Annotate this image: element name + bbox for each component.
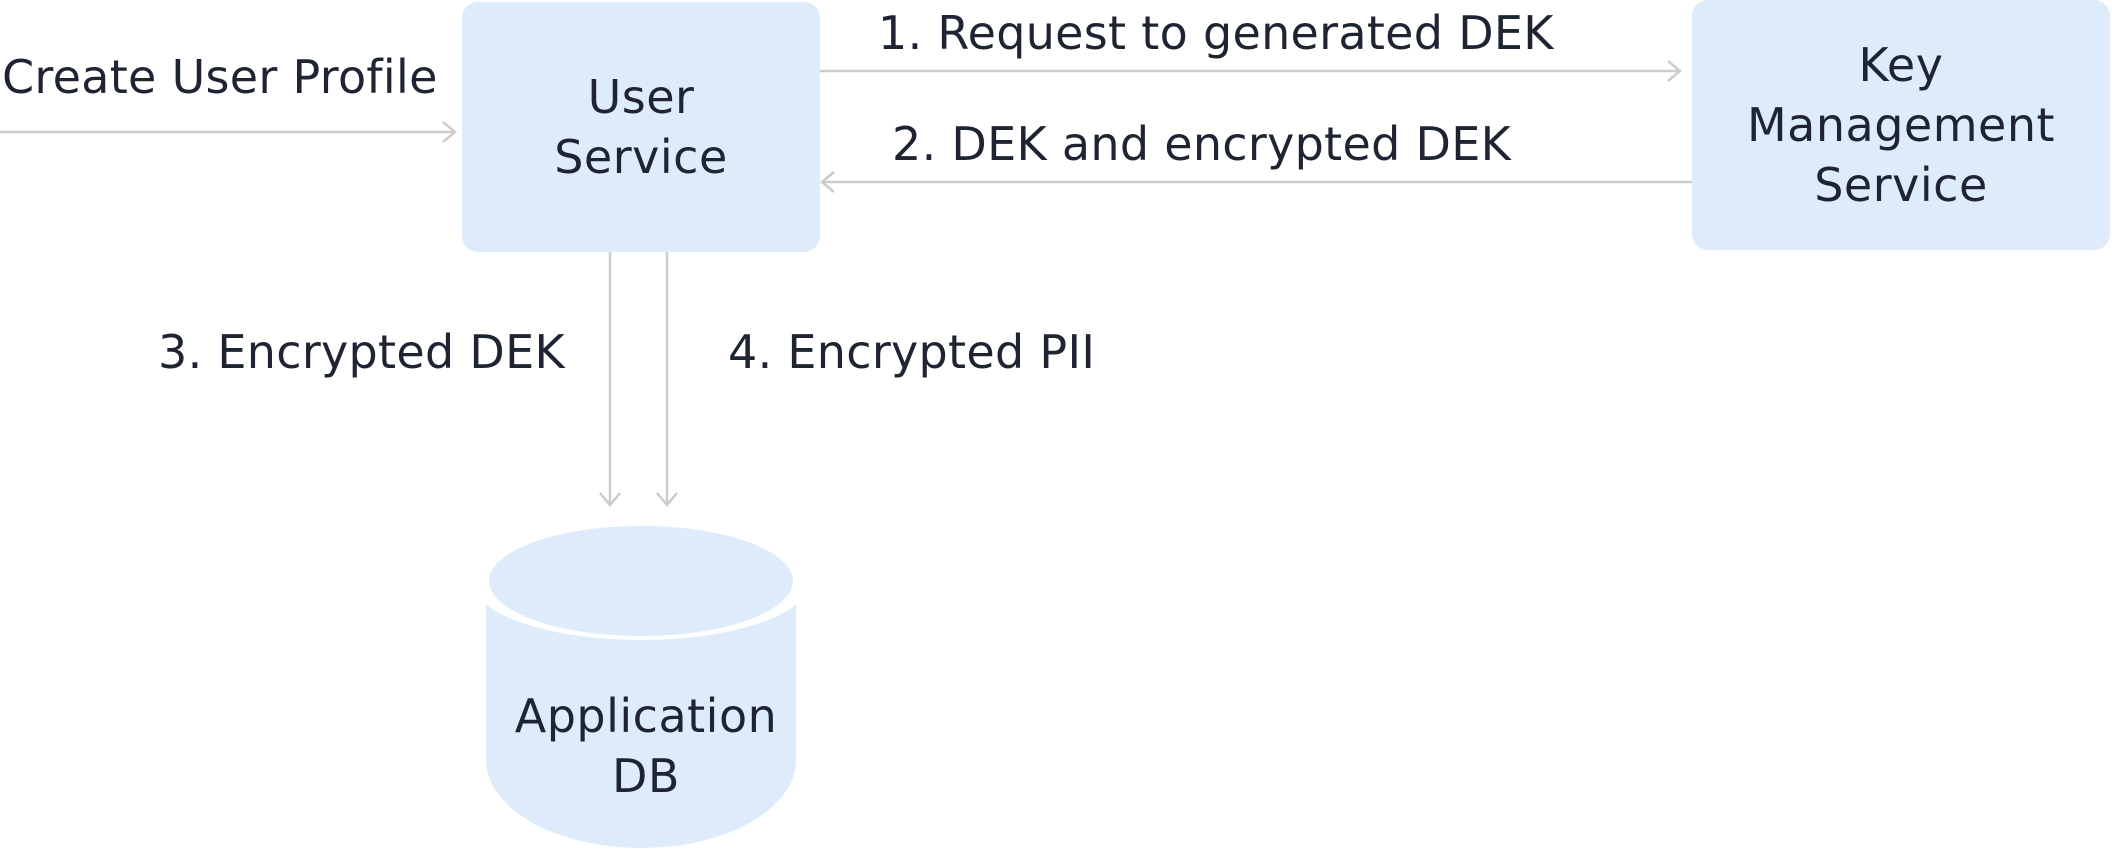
step4-label: 4. Encrypted PII — [728, 325, 1096, 379]
arrow-step3-encrypted-dek — [599, 252, 621, 507]
step2-label: 2. DEK and encrypted DEK — [892, 117, 1512, 171]
arrow-step1-request — [820, 60, 1682, 82]
step3-label: 3. Encrypted DEK — [158, 325, 565, 379]
database-cylinder-icon — [473, 524, 809, 848]
kms-node: Key Management Service — [1692, 0, 2110, 250]
arrow-step4-encrypted-pii — [656, 252, 678, 507]
user-service-node: User Service — [462, 2, 820, 252]
arrow-step2-response — [820, 171, 1692, 193]
application-db-label: Application DB — [514, 689, 778, 803]
user-service-label: User Service — [554, 70, 728, 184]
arrow-create-profile — [0, 121, 457, 143]
kms-label: Key Management Service — [1746, 38, 2056, 212]
create-profile-label: Create User Profile — [2, 50, 438, 104]
step1-label: 1. Request to generated DEK — [878, 6, 1554, 60]
